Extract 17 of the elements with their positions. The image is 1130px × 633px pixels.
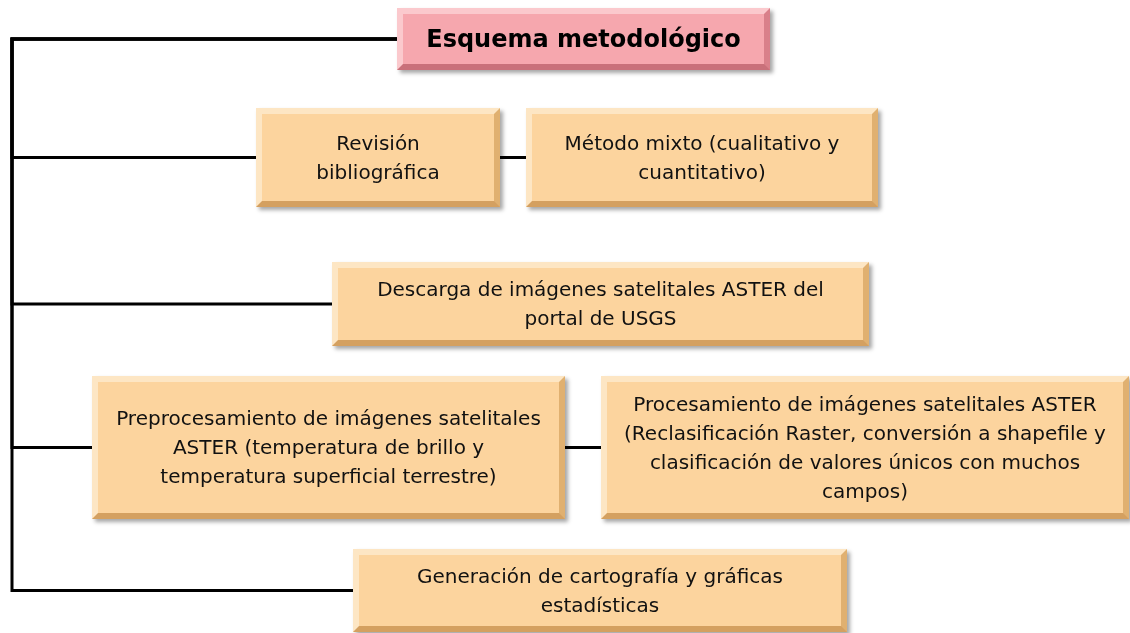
connector-line [565,446,601,449]
connector-line [10,37,397,592]
process-box [332,262,869,346]
title-box [397,8,770,70]
step-text: Descarga de imágenes satelitales ASTER del portal de USGS [376,276,825,332]
step-text: Revisión bibliográfica [315,129,441,186]
step-text: Procesamiento de imágenes satelitales ASTER (Reclasificación Raster, conversión a shapefile y clasificación de valores únicos con muchos campos) [623,390,1107,505]
process-box [526,108,878,207]
process-box [601,376,1129,519]
step-text: Preprocesamiento de imágenes satelitales ASTER (temperatura de brillo y temperatura superficial terrestre) [115,405,542,490]
connector-line [500,156,526,159]
process-box [353,549,847,632]
step-text: Método mixto (cualitativo y cuantitativo) [563,129,841,186]
process-box [256,108,500,207]
process-box [92,376,565,519]
step-text: Generación de cartografía y gráficas estadísticas [416,562,784,619]
title-text: Esquema metodológico [426,24,741,55]
